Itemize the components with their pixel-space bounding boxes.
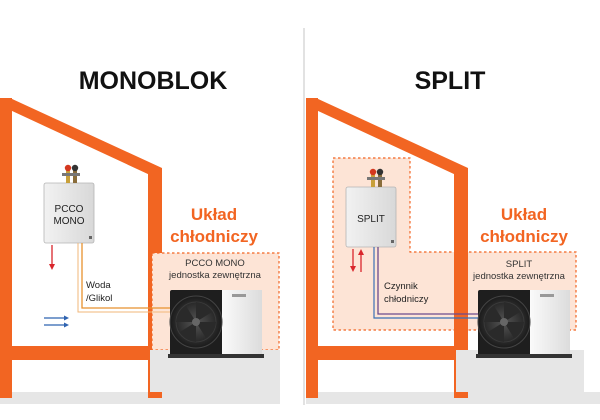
indoor-unit: PCCO MONO (43, 164, 95, 244)
valve-icon (62, 164, 80, 183)
zone-title-line2: chłodniczy (170, 227, 258, 246)
pipe-label-1: Czynnik (384, 281, 418, 292)
panel-title: SPLIT (415, 67, 486, 95)
indoor-unit: SPLIT (345, 168, 397, 248)
house-left-wall (306, 98, 318, 398)
pipe-label-1: Woda (86, 280, 111, 291)
house-floor (0, 346, 162, 360)
house-roof (0, 98, 162, 180)
pipe-label-2: /Glikol (86, 293, 112, 304)
house-roof (306, 98, 468, 180)
arrow-up-icon (358, 249, 364, 272)
monoblok-panel: PCCO MONO Woda /Glikol (0, 67, 280, 404)
house-right-wall (454, 170, 468, 398)
valve-icon (367, 168, 385, 187)
refrigerant-pipe (373, 247, 488, 319)
ground-strip (0, 392, 280, 404)
arrow-right-icon (44, 315, 69, 328)
arrow-down-icon (350, 249, 356, 272)
indoor-unit-label-1: PCCO (55, 204, 84, 215)
ground-strip (306, 392, 600, 404)
outdoor-unit-label-2: jednostka zewnętrzna (168, 270, 262, 281)
outdoor-unit (476, 290, 572, 358)
water-pipe (77, 243, 178, 313)
outdoor-unit-label-1: PCCO MONO (185, 258, 245, 269)
zone-title-line2: chłodniczy (480, 227, 568, 246)
zone-title-line1: Układ (191, 205, 237, 224)
split-panel: SPLIT Czynnik chłodniczy (306, 67, 600, 404)
outdoor-unit-label-1: SPLIT (506, 259, 533, 270)
outdoor-unit (168, 290, 264, 358)
pipe-label-2: chłodniczy (384, 294, 429, 305)
panel-title: MONOBLOK (79, 67, 228, 95)
zone-title-line1: Układ (501, 205, 547, 224)
outdoor-unit-label-2: jednostka zewnętrzna (472, 271, 566, 282)
house-left-wall (0, 98, 12, 398)
heat-pump-fan-unit-icon (477, 295, 531, 349)
heat-pump-fan-unit-icon (169, 295, 223, 349)
indoor-unit-label: SPLIT (357, 214, 385, 225)
indoor-unit-label-2: MONO (53, 216, 84, 227)
house-floor (306, 346, 468, 360)
arrow-down-icon (49, 245, 55, 270)
